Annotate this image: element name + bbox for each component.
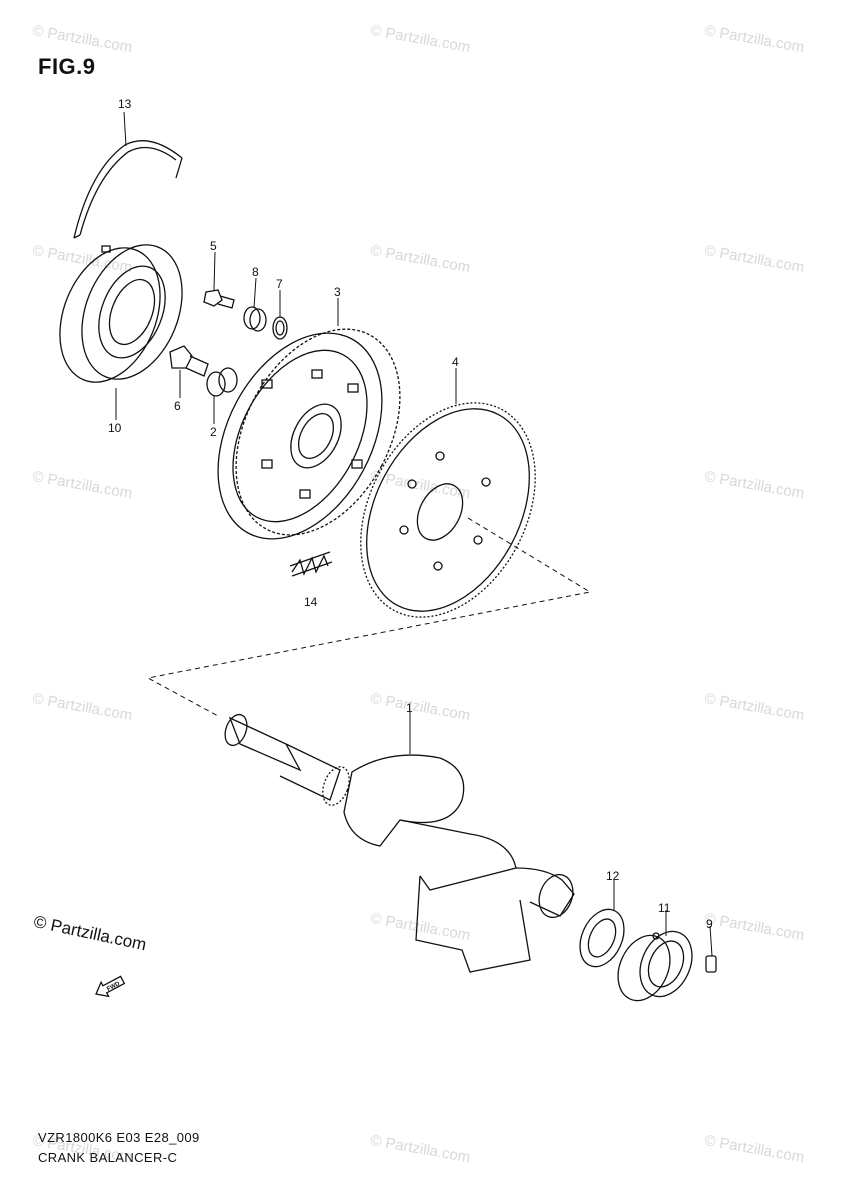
callout-14: 14 bbox=[304, 595, 318, 609]
leader-lines bbox=[115, 111, 713, 957]
callout-labels: 13 5 8 7 3 10 6 2 4 14 1 12 11 9 bbox=[108, 97, 713, 931]
callout-4: 4 bbox=[452, 355, 459, 369]
part-9-pin bbox=[705, 955, 717, 973]
callout-2: 2 bbox=[210, 425, 217, 439]
figure-name: CRANK BALANCER-C bbox=[38, 1150, 178, 1165]
callout-8: 8 bbox=[252, 265, 259, 279]
part-2-collar bbox=[206, 367, 238, 397]
part-10-bearing bbox=[59, 244, 183, 383]
alignment-line bbox=[146, 517, 592, 717]
part-5-bolt bbox=[203, 289, 235, 309]
callout-7: 7 bbox=[276, 277, 283, 291]
part-14-spring bbox=[289, 551, 333, 577]
part-11-needle-bearing bbox=[617, 930, 693, 1002]
part-7-washer bbox=[272, 316, 288, 340]
part-8-collar bbox=[243, 306, 267, 332]
part-4-gear bbox=[360, 402, 536, 618]
callout-3: 3 bbox=[334, 285, 341, 299]
part-1-crank-balancer-shaft bbox=[224, 713, 575, 973]
callout-13: 13 bbox=[118, 97, 132, 111]
callout-1: 1 bbox=[406, 701, 413, 715]
part-6-bolt bbox=[169, 345, 209, 377]
part-13-circlip bbox=[73, 140, 183, 239]
figure-code: VZR1800K6 E03 E28_009 bbox=[38, 1130, 200, 1145]
callout-12: 12 bbox=[606, 869, 620, 883]
part-3-balancer-gear bbox=[217, 328, 401, 540]
callout-5: 5 bbox=[210, 239, 217, 253]
fwd-arrow-icon: FWD bbox=[95, 975, 126, 998]
part-12-washer bbox=[579, 908, 625, 968]
callout-6: 6 bbox=[174, 399, 181, 413]
figure-title: FIG.9 bbox=[38, 54, 96, 79]
callout-9: 9 bbox=[706, 917, 713, 931]
callout-10: 10 bbox=[108, 421, 122, 435]
callout-11: 11 bbox=[658, 901, 671, 915]
